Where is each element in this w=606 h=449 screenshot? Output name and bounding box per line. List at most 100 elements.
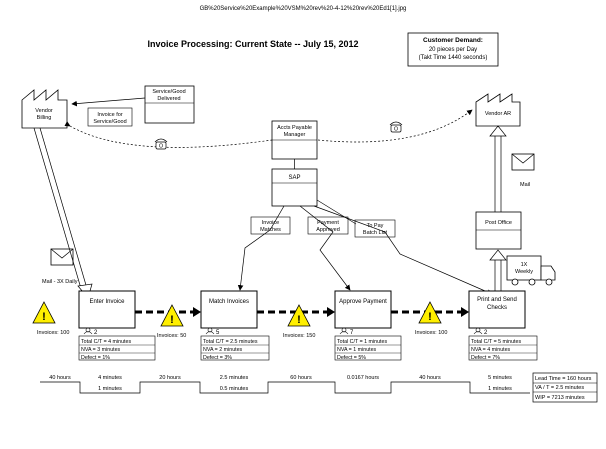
invoice-for-service-flag: Invoice for Service/Good <box>87 107 133 127</box>
operator-count: 2 <box>484 330 488 336</box>
mail-envelope-icon <box>50 248 74 266</box>
svg-text:!: ! <box>428 311 432 323</box>
svg-text:Matches: Matches <box>260 227 281 233</box>
timeline-value: 1 minutes <box>98 386 122 392</box>
inventory-triangle-1: ! Invoices: 100 <box>32 301 69 336</box>
vendor-billing-label-1: Vendor <box>35 108 53 114</box>
service-good-label-2: Delivered <box>157 96 180 102</box>
operator-count: 2 <box>94 330 98 336</box>
timeline: 40 hours 4 minutes 1 minutes 20 hours 2.… <box>40 375 530 394</box>
customer-demand-box: Customer Demand: 20 pieces per Day (Takt… <box>407 32 499 67</box>
invoice-matches-flag: Invoice Matches <box>250 216 291 235</box>
svg-text:Invoice for: Invoice for <box>97 112 123 118</box>
svg-text:Weekly: Weekly <box>515 269 533 275</box>
phone-flow-vendor-ar <box>317 109 473 143</box>
process-ct: Total C/T = 4 minutes <box>81 339 131 345</box>
payment-approved-flag: Payment Approved <box>307 216 349 235</box>
page-title: Invoice Processing: Current State -- Jul… <box>147 39 358 49</box>
post-office-to-vendor-ar-arrow <box>489 125 507 212</box>
vendor-billing-label-2: Billing <box>37 115 52 121</box>
push-arrow <box>135 307 201 317</box>
process-nva: NVA = 3 minutes <box>81 347 121 353</box>
svg-text:Print and Send: Print and Send <box>477 297 517 303</box>
wip: WIP = 7213 minutes <box>535 395 585 401</box>
svg-text:1X: 1X <box>521 262 528 268</box>
svg-text:To Pay: To Pay <box>367 223 384 229</box>
phone-flow-vendor <box>64 121 273 148</box>
sap-box: SAP <box>271 168 318 207</box>
svg-text:Manager: Manager <box>284 132 306 138</box>
process-defect: Defect = 5% <box>337 355 366 361</box>
svg-text:!: ! <box>170 314 174 326</box>
sap-batch-link <box>316 199 357 225</box>
phone-icon <box>154 138 168 150</box>
process-defect: Defect = 7% <box>471 355 500 361</box>
svg-text:Accts Payable: Accts Payable <box>277 125 312 131</box>
svg-text:Checks: Checks <box>487 305 507 311</box>
svg-text:Approved: Approved <box>316 227 340 233</box>
mail-envelope-icon <box>511 153 535 171</box>
post-office-box: Post Office <box>475 211 522 250</box>
process-defect: Defect = 3% <box>203 355 232 361</box>
timeline-wait: 20 hours <box>159 375 181 381</box>
vendor-ar-label: Vendor AR <box>485 111 511 117</box>
accts-payable-manager-box: Accts Payable Manager <box>271 120 318 160</box>
process-defect: Defect = 1% <box>81 355 110 361</box>
process-ct: Total C/T = 5 minutes <box>471 339 521 345</box>
process-ct: Total C/T = 2.5 minutes <box>203 339 258 345</box>
svg-text:Service/Good: Service/Good <box>93 119 126 125</box>
truck-icon: 1X Weekly <box>506 255 556 286</box>
timeline-wait: 40 hours <box>49 375 71 381</box>
vendor-to-enter-invoice-arrow <box>33 127 93 299</box>
post-office-label: Post Office <box>485 220 512 226</box>
inventory-triangle-3: ! Invoices: 150 <box>283 304 315 339</box>
timeline-wait: 40 hours <box>419 375 441 381</box>
checks-to-post-office-arrow <box>489 249 507 294</box>
timeline-cycle: 0.0167 hours <box>347 375 379 381</box>
svg-text:Payment: Payment <box>317 220 339 226</box>
process-name: Enter Invoice <box>89 299 125 305</box>
customer-demand-takt: (Takt Time 1440 seconds) <box>419 55 488 61</box>
customer-demand-title: Customer Demand: <box>423 37 483 44</box>
inventory-label: Invoices: 100 <box>37 330 69 336</box>
process-match-invoices: Match Invoices 5 Total C/T = 2.5 minutes… <box>200 290 270 361</box>
process-enter-invoice: Enter Invoice 2 Total C/T = 4 minutes NV… <box>78 290 156 361</box>
service-to-vendor-arrow <box>71 97 146 107</box>
sap-to-approve-flow <box>299 205 351 291</box>
operator-count: 5 <box>216 330 220 336</box>
inventory-label: Invoices: 150 <box>283 333 315 339</box>
process-nva: NVA = 2 minutes <box>203 347 243 353</box>
operator-count: 7 <box>350 330 354 336</box>
push-arrow <box>257 307 335 317</box>
process-name: Match Invoices <box>209 299 249 305</box>
sap-to-print-flow <box>313 205 493 295</box>
timeline-value: 0.5 minutes <box>220 386 249 392</box>
service-good-delivered-box: Service/Good Delivered <box>144 85 195 124</box>
timeline-cycle: 5 minutes <box>488 375 512 381</box>
svg-text:Batch List: Batch List <box>363 230 388 236</box>
summary-box: Lead Time = 160 hours VA / T = 2.5 minut… <box>532 372 598 403</box>
sap-to-match-flow <box>237 205 285 291</box>
timeline-cycle: 4 minutes <box>98 375 122 381</box>
va-t: VA / T = 2.5 minutes <box>535 385 584 391</box>
process-approve-payment: Approve Payment 7 Total C/T = 1 minutes … <box>334 290 402 361</box>
process-nva: NVA = 1 minutes <box>337 347 377 353</box>
process-nva: NVA = 4 minutes <box>471 347 511 353</box>
timeline-cycle: 2.5 minutes <box>220 375 249 381</box>
inventory-triangle-2: ! Invoices: 50 <box>157 304 186 339</box>
process-name: Approve Payment <box>339 299 387 305</box>
timeline-wait: 60 hours <box>290 375 312 381</box>
svg-text:!: ! <box>42 311 46 323</box>
header-filename: GB%20Service%20Example%20VSM%20rev%20-4-… <box>200 6 407 12</box>
timeline-value: 1 minutes <box>488 386 512 392</box>
svg-text:Invoice: Invoice <box>262 220 279 226</box>
process-print-send-checks: Print and Send Checks 2 Total C/T = 5 mi… <box>468 290 538 361</box>
customer-demand-rate: 20 pieces per Day <box>429 47 477 53</box>
sap-label: SAP <box>288 175 300 181</box>
service-good-label-1: Service/Good <box>152 89 185 95</box>
inventory-label: Invoices: 50 <box>157 333 186 339</box>
process-ct: Total C/T = 1 minutes <box>337 339 387 345</box>
mail-label: Mail <box>520 182 530 188</box>
inventory-label: Invoices: 100 <box>415 330 447 336</box>
